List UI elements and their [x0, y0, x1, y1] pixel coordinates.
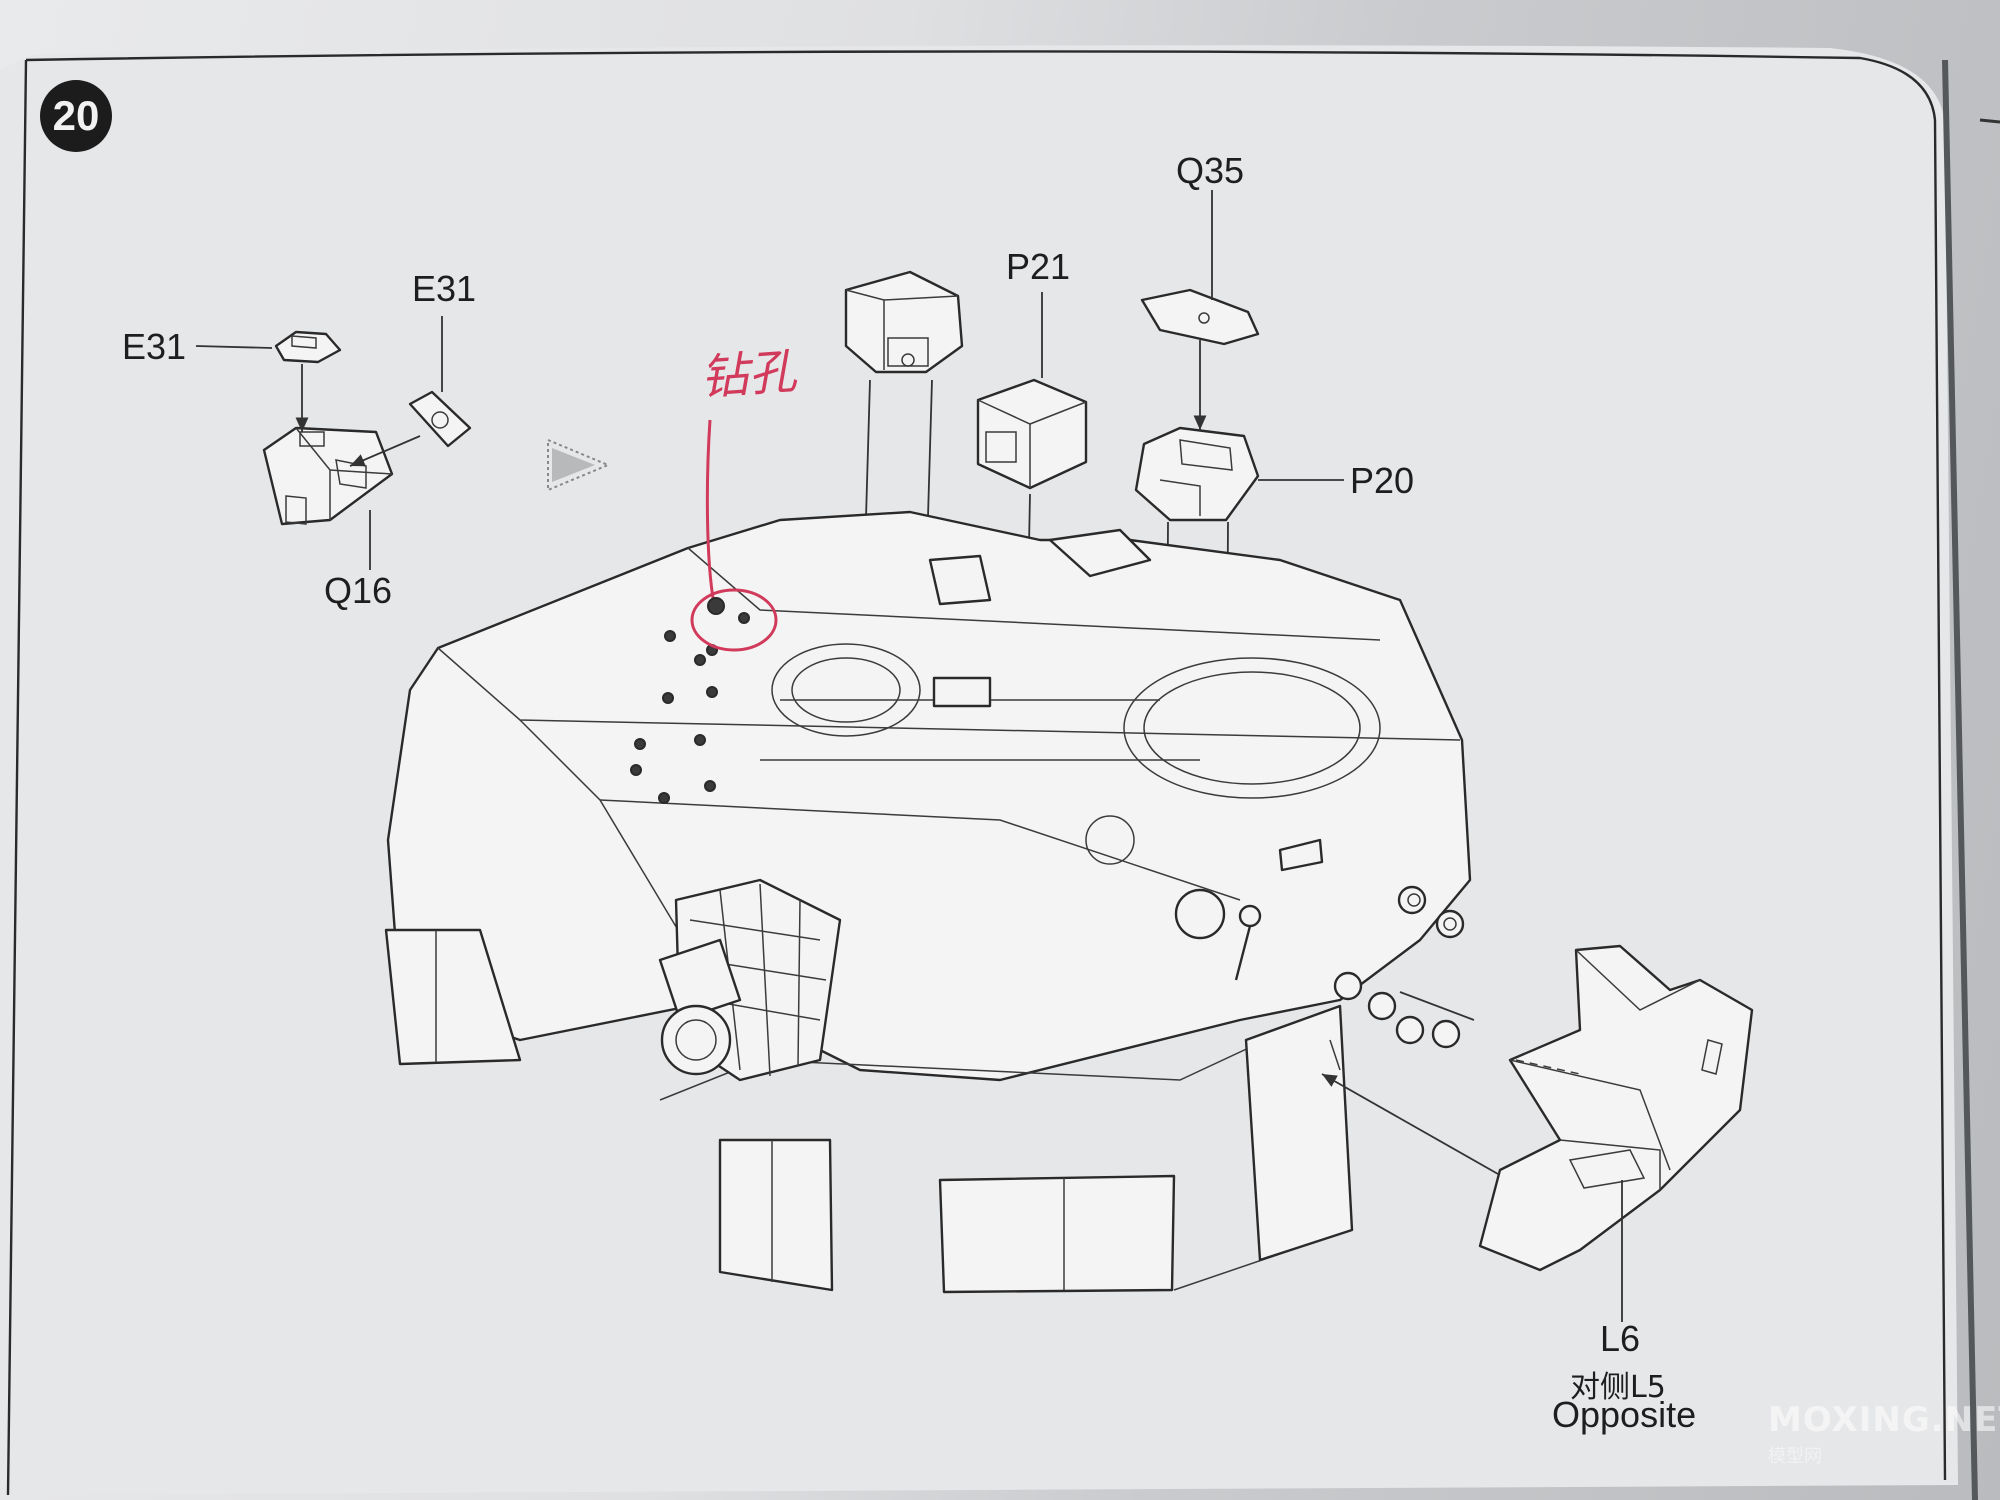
direction-arrow	[547, 438, 611, 492]
bolt-heads	[630, 630, 718, 804]
part-l6	[1478, 944, 1754, 1272]
part-p21	[976, 378, 1088, 490]
part-q35	[1140, 288, 1260, 346]
label-l5-opposite-cn: 对侧L5	[1570, 1370, 1666, 1405]
part-e31-small	[274, 330, 342, 364]
label-opposite: Opposite	[1552, 1394, 1697, 1435]
part-box-upper-left	[844, 270, 964, 374]
label-p21: P21	[1006, 246, 1071, 287]
arrow-l6-to-turret	[1321, 1073, 1499, 1175]
leader-e31-left	[195, 345, 273, 349]
step-number-badge: 20	[40, 80, 112, 152]
smoke-dischargers	[1333, 885, 1465, 1049]
leader-l6-upper	[1399, 991, 1475, 1021]
label-p20: P20	[1350, 460, 1415, 501]
watermark-moxing-cn: 模型网	[1768, 1446, 1822, 1467]
label-e31-left: E31	[122, 326, 187, 367]
arrow-e31-plate-to-q16	[349, 435, 421, 467]
label-q16: Q16	[324, 570, 393, 611]
page-edge	[1942, 59, 1978, 1500]
part-p20	[1134, 426, 1260, 522]
handwritten-note-drill-hole: 钻孔	[698, 343, 799, 407]
label-l6: L6	[1600, 1318, 1641, 1359]
label-e31-top: E31	[412, 268, 477, 309]
turret-assembly	[384, 510, 1472, 1294]
part-e31-plate	[408, 390, 472, 448]
label-q35: Q35	[1176, 150, 1245, 191]
watermark-moxing: MOXING.NET	[1768, 1400, 2000, 1440]
handwritten-circle	[690, 419, 778, 652]
page-border	[25, 50, 1947, 1481]
